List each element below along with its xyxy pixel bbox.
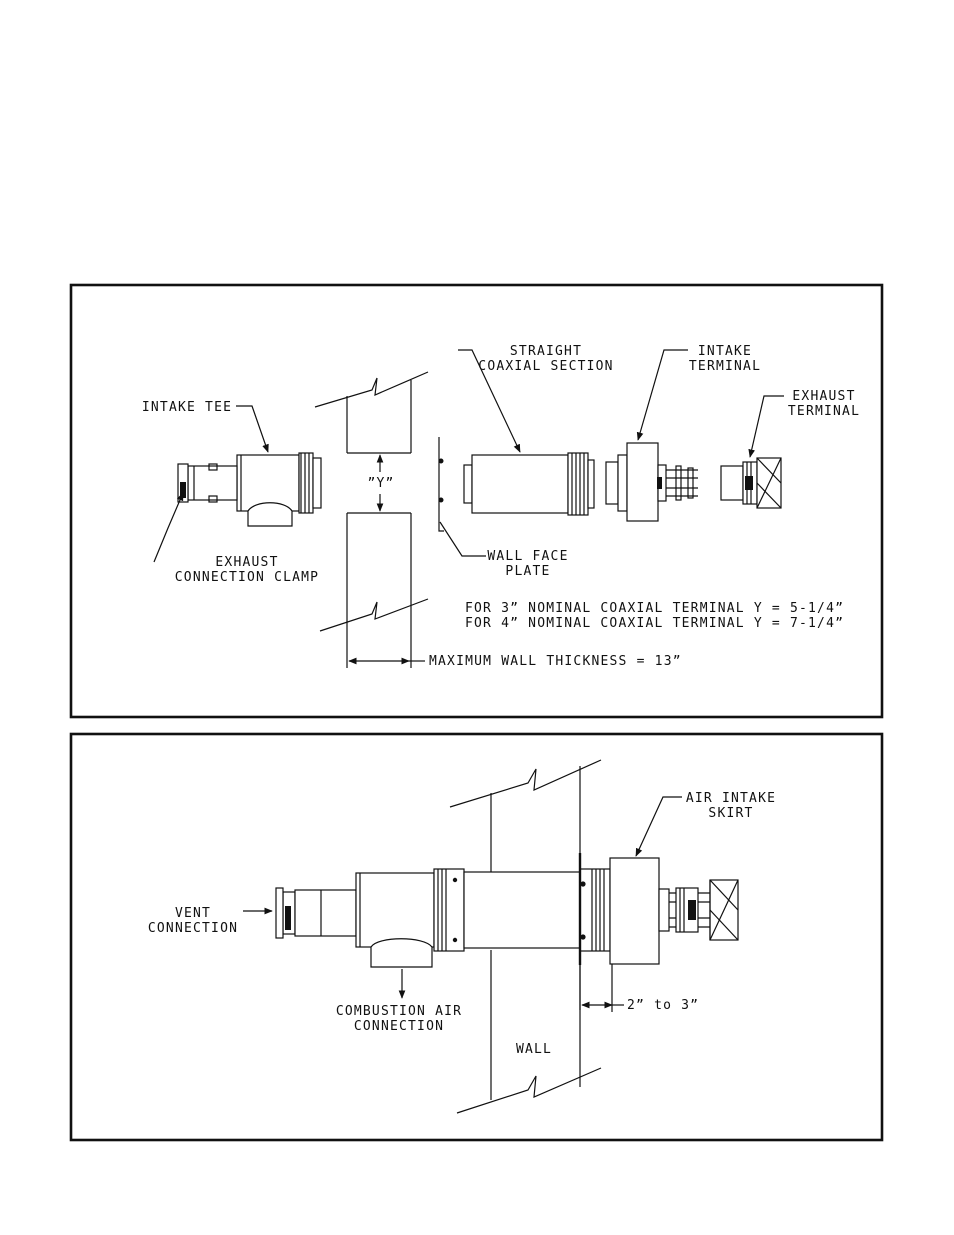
label-exhaust-terminal-1: EXHAUST [792, 389, 855, 404]
label-y-dimension: ”Y” [367, 476, 394, 491]
exhaust-terminal [720, 457, 782, 509]
label-intake-terminal-2: TERMINAL [689, 359, 761, 374]
straight-coaxial-section [463, 452, 595, 516]
installed-assembly [275, 853, 739, 968]
label-intake-tee: INTAKE TEE [142, 400, 232, 415]
label-straight-2: COAXIAL SECTION [478, 359, 613, 374]
label-wall: WALL [516, 1042, 552, 1057]
label-intake-terminal-1: INTAKE [698, 344, 752, 359]
label-wall-face-2: PLATE [505, 564, 550, 579]
label-exhaust-terminal-2: TERMINAL [788, 404, 860, 419]
note-3in: FOR 3” NOMINAL COAXIAL TERMINAL Y = 5-1/… [465, 601, 844, 616]
label-air-intake-skirt-2: SKIRT [708, 806, 753, 821]
leader-lines-panel-1 [153, 349, 784, 563]
label-exhaust-clamp-2: CONNECTION CLAMP [175, 570, 319, 585]
label-straight-1: STRAIGHT [510, 344, 582, 359]
panel-exploded-view: STRAIGHT COAXIAL SECTION INTAKE TERMINAL… [69, 283, 884, 719]
panel-2-border [69, 732, 884, 1142]
panel-installed-view: AIR INTAKE SKIRT VENT CONNECTION COMBUST… [69, 732, 884, 1142]
label-exhaust-clamp-1: EXHAUST [215, 555, 278, 570]
intake-terminal [605, 442, 698, 522]
note-4in: FOR 4” NOMINAL COAXIAL TERMINAL Y = 7-1/… [465, 616, 844, 631]
label-combustion-air-1: COMBUSTION AIR [336, 1004, 462, 1019]
label-combustion-air-2: CONNECTION [354, 1019, 444, 1034]
label-wall-face-1: WALL FACE [487, 549, 568, 564]
label-gap-dimension: 2” to 3” [627, 998, 699, 1013]
label-vent-connection-1: VENT [175, 906, 211, 921]
wall-face-plate [438, 437, 444, 532]
panel-1-border [69, 283, 884, 719]
label-vent-connection-2: CONNECTION [148, 921, 238, 936]
intake-tee [177, 452, 322, 527]
leader-lines-panel-2 [243, 796, 682, 999]
label-air-intake-skirt-1: AIR INTAKE [686, 791, 776, 806]
wall-section-1 [314, 371, 429, 668]
label-max-wall-thickness: MAXIMUM WALL THICKNESS = 13” [429, 654, 682, 669]
